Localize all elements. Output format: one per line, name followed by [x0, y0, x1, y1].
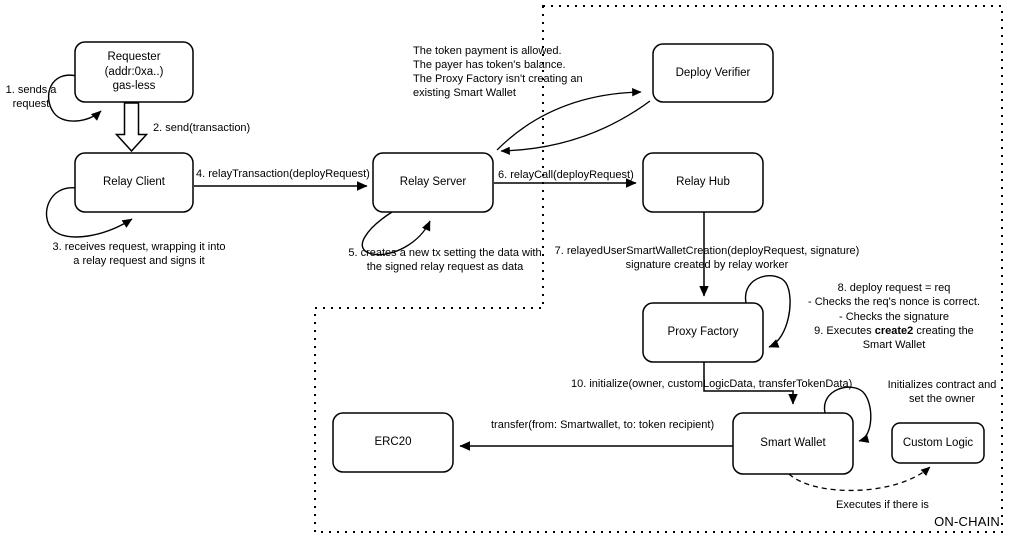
- step6-label: 6. relayCall(deployRequest): [498, 169, 634, 181]
- edge-smart-wallet-self-loop: [823, 386, 872, 443]
- edge-executes-custom-logic: [788, 466, 931, 492]
- onchain-boundary: [314, 5, 1003, 533]
- onchain-region-label: ON-CHAIN: [934, 514, 1000, 529]
- deploy-verifier-box: [652, 43, 774, 103]
- create2-keyword: create2: [874, 324, 914, 337]
- erc20-box: [332, 412, 454, 473]
- edge-step5-self-loop: [361, 211, 431, 256]
- step7-label: 7. relayedUserSmartWalletCreation(deploy…: [554, 245, 860, 272]
- edge-step3-self-loop: [45, 187, 133, 238]
- custom-logic-box: [891, 422, 985, 464]
- requester-box: [74, 41, 194, 103]
- verifier-checks-note: The token payment is allowed. The payer …: [413, 45, 583, 100]
- step10-label: 10. initialize(owner, customLogicData, t…: [571, 378, 853, 390]
- proxy-factory-box: [642, 302, 764, 363]
- relay-hub-box: [642, 152, 764, 213]
- edge-step8-9-self-loop: [744, 275, 791, 348]
- step3-label: 3. receives request, wrapping it into a …: [52, 241, 226, 268]
- step5-label: 5. creates a new tx setting the data wit…: [348, 247, 542, 274]
- relay-server-box: [372, 152, 494, 213]
- edge-step10: [703, 362, 798, 405]
- step1-label: 1. sends a request: [5, 84, 57, 111]
- step4-label: 4. relayTransaction(deployRequest): [196, 168, 370, 180]
- step8-9-label: 8. deploy request = req - Checks the req…: [786, 281, 1002, 352]
- executes-note: Executes if there is: [836, 499, 929, 511]
- step2-label: 2. send(transaction): [153, 122, 251, 134]
- smart-wallet-box: [732, 412, 854, 475]
- step9-line: 9. Executes create2 creating the: [814, 324, 974, 337]
- edge-verify-response: [500, 100, 651, 155]
- relay-client-box: [74, 152, 194, 213]
- edge-step1-self-loop: [47, 74, 102, 122]
- transfer-label: transfer(from: Smartwallet, to: token re…: [491, 419, 715, 431]
- initializes-note: Initializes contract and set the owner: [887, 379, 997, 406]
- edge-verify-request: [496, 88, 642, 151]
- edge-step2-block-arrow: [114, 102, 149, 153]
